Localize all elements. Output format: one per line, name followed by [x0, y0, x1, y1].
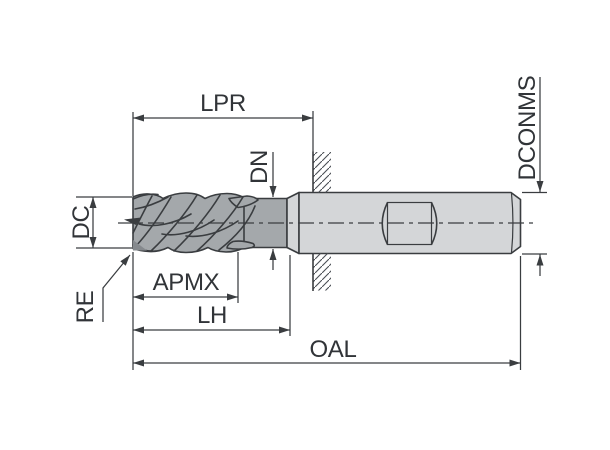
dim-dconms: DCONMS: [514, 76, 547, 276]
label-dc: DC: [68, 205, 95, 239]
dim-dc: DC: [68, 196, 132, 249]
dim-oal: OAL: [132, 252, 522, 370]
label-dn: DN: [246, 150, 273, 184]
flute-spiral-lines: [132, 193, 256, 252]
label-lpr: LPR: [200, 90, 246, 117]
flute-tongue-bottom: [226, 240, 256, 250]
label-re: RE: [72, 291, 99, 324]
end-tooth-center-tip: [124, 217, 141, 225]
dim-apmx: APMX: [133, 252, 239, 303]
dim-re: RE: [72, 254, 131, 324]
dim-dn: DN: [246, 150, 277, 270]
label-apmx: APMX: [153, 269, 220, 296]
flute-tongue-top: [228, 195, 259, 209]
hatch-area-bottom: [313, 253, 331, 291]
dim-lh: LH: [133, 255, 291, 336]
holder-wall: [312, 151, 331, 291]
dim-lpr: LPR: [132, 90, 314, 196]
hatch-area-top: [313, 152, 331, 193]
label-lh: LH: [197, 302, 227, 329]
label-oal: OAL: [309, 336, 356, 363]
end-tooth-wedge: [133, 240, 147, 251]
label-dconms: DCONMS: [514, 76, 541, 181]
